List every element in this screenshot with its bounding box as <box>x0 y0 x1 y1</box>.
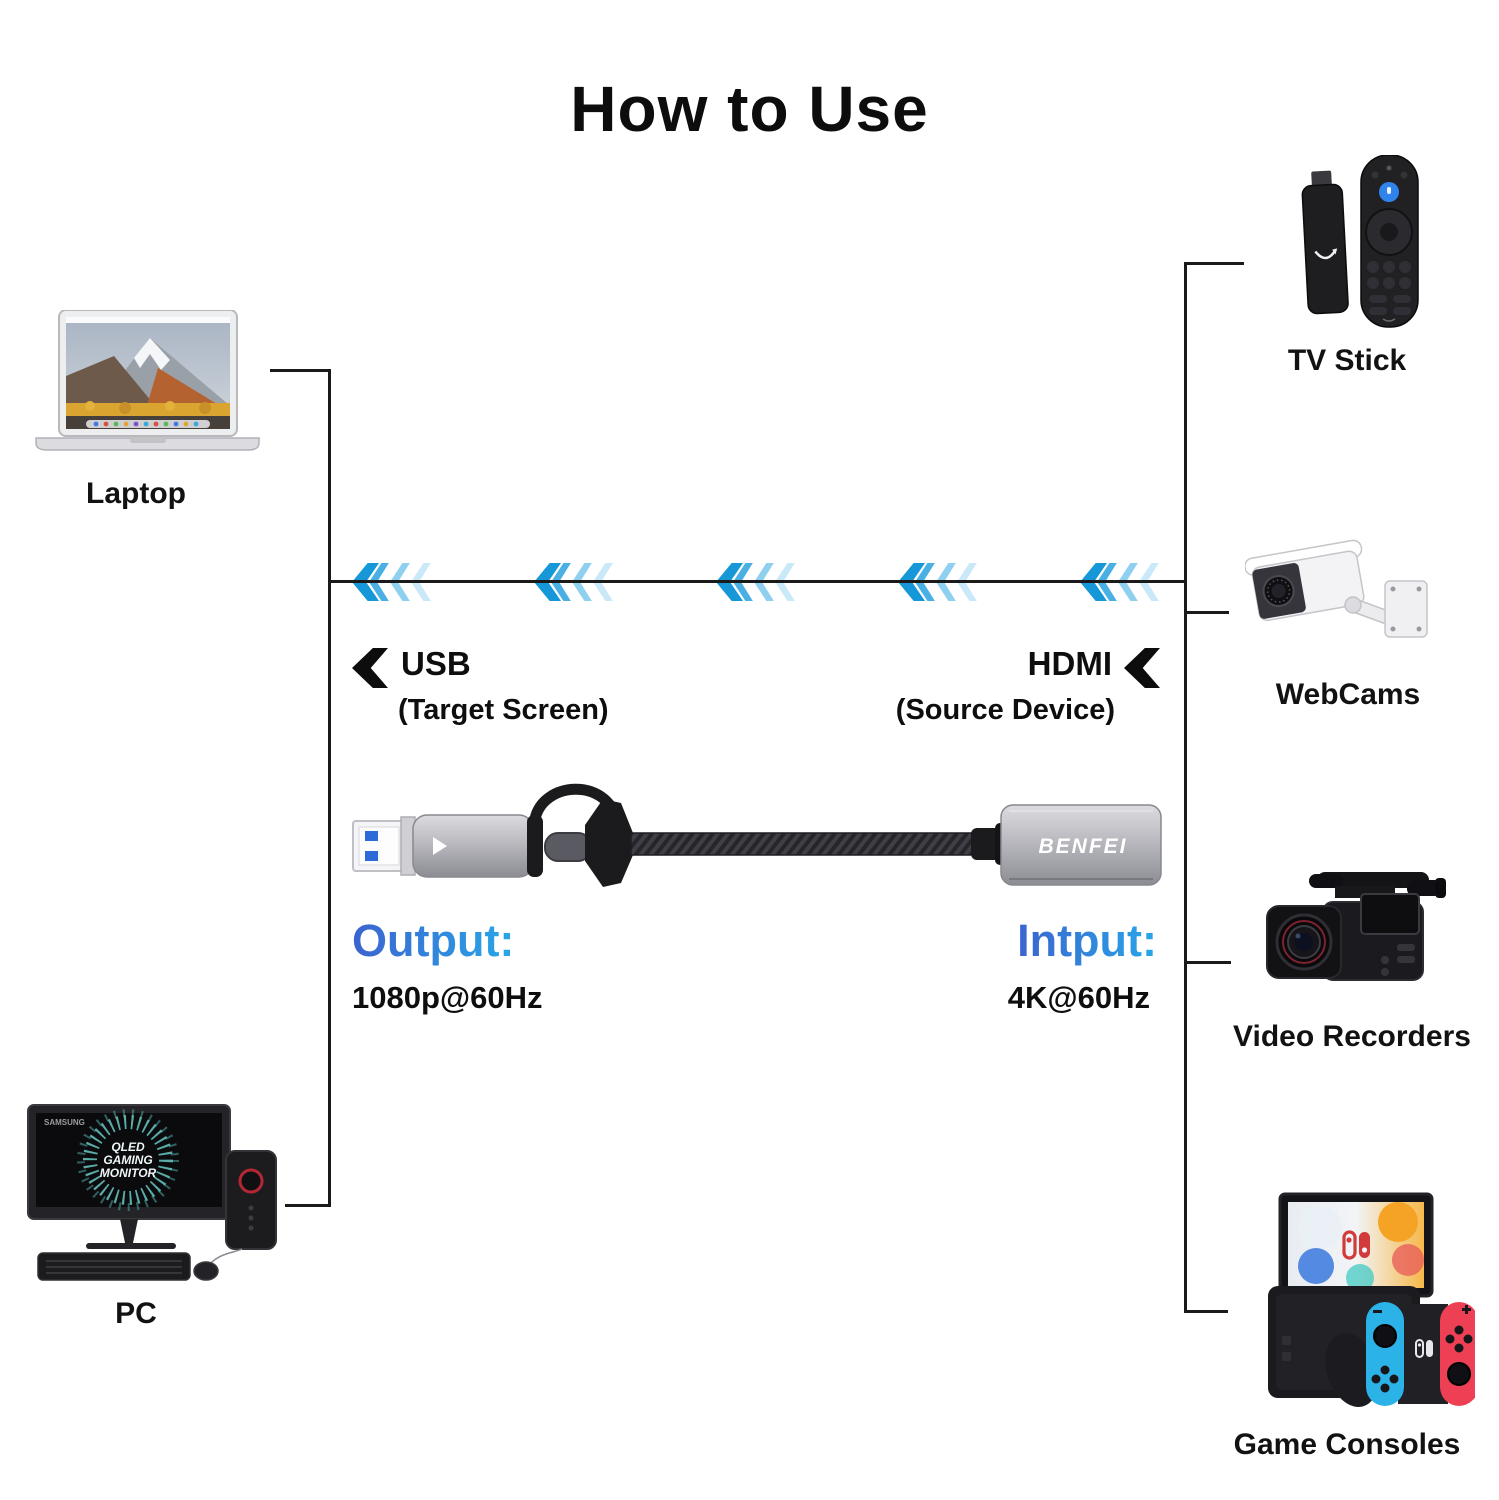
game-consoles-illustration <box>1268 1192 1475 1407</box>
hdmi-port-label: HDMI <box>1027 645 1112 682</box>
laptop-screen <box>66 317 230 429</box>
video-recorders-label: Video Recorders <box>1233 1020 1471 1053</box>
connector-line-right-vertical <box>1184 262 1187 1313</box>
switch-logo <box>1342 1230 1370 1260</box>
camcorder-mic <box>1309 874 1343 888</box>
joycon-right <box>1440 1302 1475 1406</box>
input-spec-value: 4K@60Hz <box>1007 980 1150 1015</box>
output-spec-value: 1080p@60Hz <box>352 980 543 1015</box>
braided-cable <box>630 832 978 856</box>
pc-mouse <box>193 1261 219 1281</box>
pc-screen-text: MONITOR <box>100 1166 157 1180</box>
output-spec-label: Output: <box>352 915 515 966</box>
game-consoles-label: Game Consoles <box>1233 1428 1461 1461</box>
pc-screen-text: QLED <box>111 1140 145 1154</box>
switch-tablet <box>1278 1192 1434 1298</box>
connector-line-main <box>328 580 1187 583</box>
camcorder-handle <box>1317 872 1429 888</box>
brand-text: BENFEI <box>1038 835 1127 858</box>
remote-control <box>1360 155 1419 328</box>
pc-tower <box>225 1150 277 1250</box>
viewfinder <box>1407 880 1441 896</box>
pc-label: PC <box>115 1297 157 1330</box>
tv-stick-illustration <box>1301 155 1419 328</box>
chevron-left-icon <box>352 648 388 688</box>
camera-body <box>1245 539 1365 622</box>
hdmi-port-note: (Source Device) <box>895 694 1115 726</box>
usb-a-adapter-body <box>412 814 543 878</box>
connector-line-pc <box>285 1204 331 1207</box>
laptop-label: Laptop <box>86 477 186 510</box>
pc-illustration: SAMSUNG QLED GAMING MONITOR <box>27 1104 277 1281</box>
tv-stick-label: TV Stick <box>1287 344 1407 377</box>
page-title: How to Use <box>570 73 929 145</box>
webcams-illustration <box>1245 539 1428 638</box>
grip-logo <box>1415 1339 1433 1358</box>
hdmi-adapter-body: BENFEI <box>971 804 1162 886</box>
connector-line-webcams <box>1184 611 1229 614</box>
mount-plate <box>1384 580 1428 638</box>
usb-port-note: (Target Screen) <box>398 694 609 726</box>
input-spec-label: Intput: <box>1017 915 1157 966</box>
video-recorders-illustration <box>1266 872 1446 981</box>
flip-screen <box>1360 893 1420 935</box>
connector-line-left-vertical <box>328 369 331 1207</box>
joycon-grip <box>1325 1302 1475 1407</box>
chevron-left-icon <box>1124 648 1160 688</box>
usb-port-label: USB <box>401 645 471 682</box>
pc-monitor-brand: SAMSUNG <box>44 1118 85 1127</box>
connector-line-laptop <box>270 369 331 372</box>
connector-line-game-consoles <box>1184 1310 1228 1313</box>
pc-screen-text: GAMING <box>103 1153 152 1167</box>
pc-keyboard <box>37 1252 191 1281</box>
laptop-illustration <box>35 310 260 451</box>
connector-line-video-recorders <box>1184 961 1231 964</box>
webcams-label: WebCams <box>1275 678 1421 711</box>
laptop-base <box>35 437 260 451</box>
connector-line-tv-stick <box>1184 262 1244 265</box>
streaming-stick <box>1301 170 1349 315</box>
usb-c-plug <box>544 799 633 887</box>
usb-a-plug <box>352 816 416 876</box>
adapter-illustration: BENFEI <box>352 783 1162 887</box>
